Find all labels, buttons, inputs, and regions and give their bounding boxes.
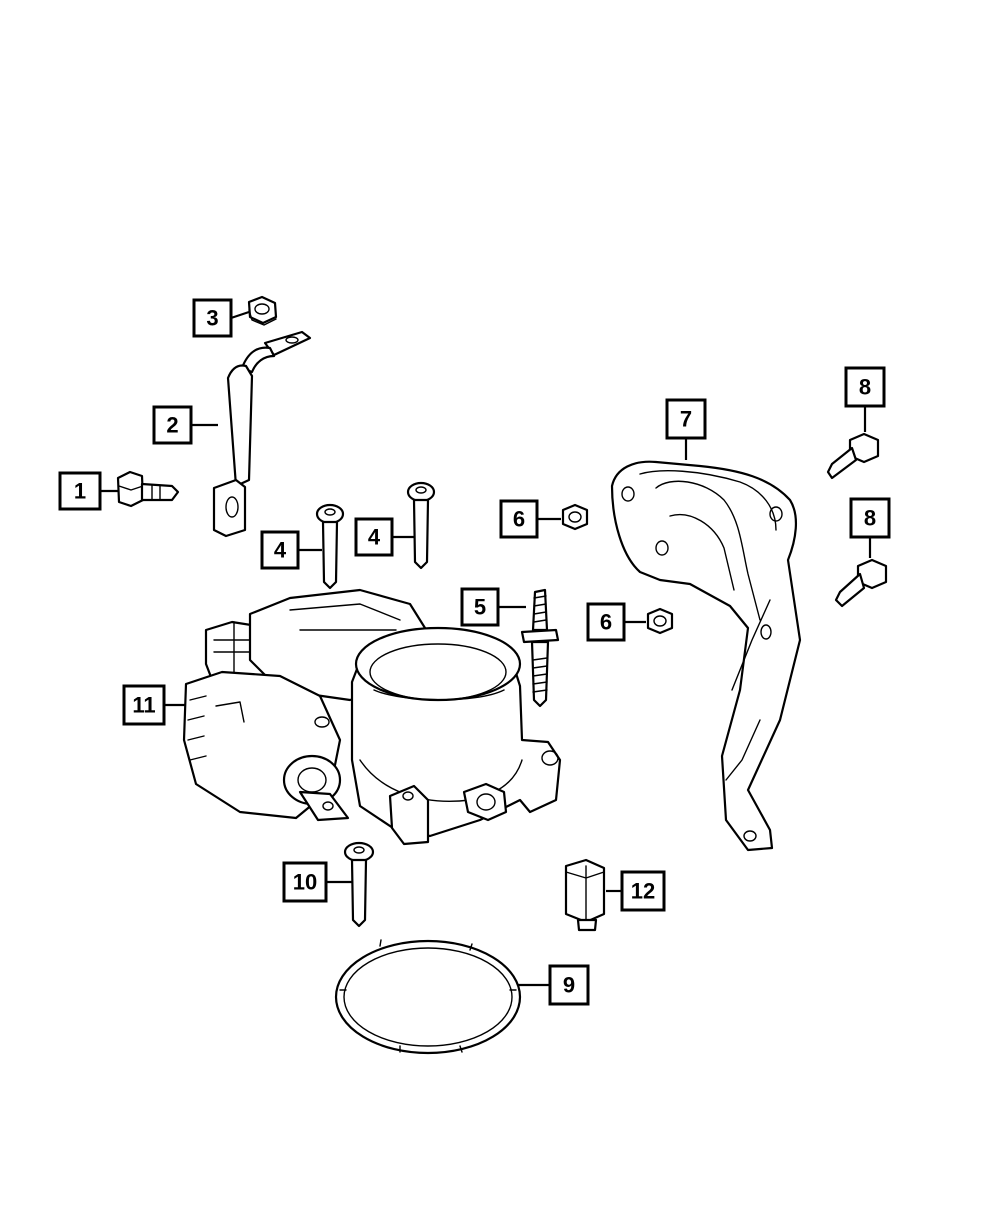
callout-8b: 8	[849, 497, 891, 539]
callout-4b-label: 4	[368, 525, 381, 550]
callout-12: 12	[620, 870, 666, 912]
part-7-bracket	[610, 460, 802, 852]
callout-8a-label: 8	[859, 375, 871, 400]
callout-1: 1	[58, 471, 102, 511]
part-5-stud	[520, 588, 560, 708]
part-10-screw	[343, 841, 375, 928]
callout-2: 2	[152, 405, 193, 445]
part-2-ground-strap	[212, 330, 312, 538]
callout-6a-label: 6	[513, 507, 525, 532]
part-6-nut-upper	[561, 503, 589, 531]
callout-6b: 6	[586, 602, 626, 642]
callout-9-label: 9	[563, 973, 575, 998]
callout-7: 7	[665, 398, 707, 440]
part-12-spacer	[564, 858, 606, 932]
callout-2-label: 2	[166, 413, 178, 438]
callout-6b-label: 6	[600, 610, 612, 635]
callout-5-label: 5	[474, 595, 486, 620]
callout-8a: 8	[844, 366, 886, 408]
callout-4a: 4	[260, 530, 300, 570]
callout-9: 9	[548, 964, 590, 1006]
part-8-bolt-lower	[834, 558, 888, 608]
part-4-screw-left	[315, 503, 345, 590]
callout-12-label: 12	[631, 879, 655, 904]
part-4-screw-right	[406, 481, 436, 570]
callout-3-label: 3	[206, 306, 218, 331]
callout-10: 10	[282, 861, 328, 903]
part-9-gasket	[334, 939, 522, 1055]
callout-1-label: 1	[74, 479, 86, 504]
callout-11-label: 11	[132, 693, 155, 718]
callout-7-label: 7	[680, 407, 692, 432]
callout-6a: 6	[499, 499, 539, 539]
part-8-bolt-upper	[826, 432, 880, 480]
callout-10-label: 10	[293, 870, 317, 895]
callout-5: 5	[460, 587, 500, 627]
part-3-nut	[247, 295, 278, 326]
part-11-throttle-body	[182, 588, 562, 846]
part-6-nut-lower	[646, 607, 674, 635]
leader-lines	[100, 310, 872, 987]
callout-3: 3	[192, 298, 233, 338]
callout-4a-label: 4	[274, 538, 287, 563]
part-1-bolt	[116, 470, 180, 508]
callout-8b-label: 8	[864, 506, 876, 531]
callout-4b: 4	[354, 517, 394, 557]
callout-11: 11	[122, 684, 166, 726]
